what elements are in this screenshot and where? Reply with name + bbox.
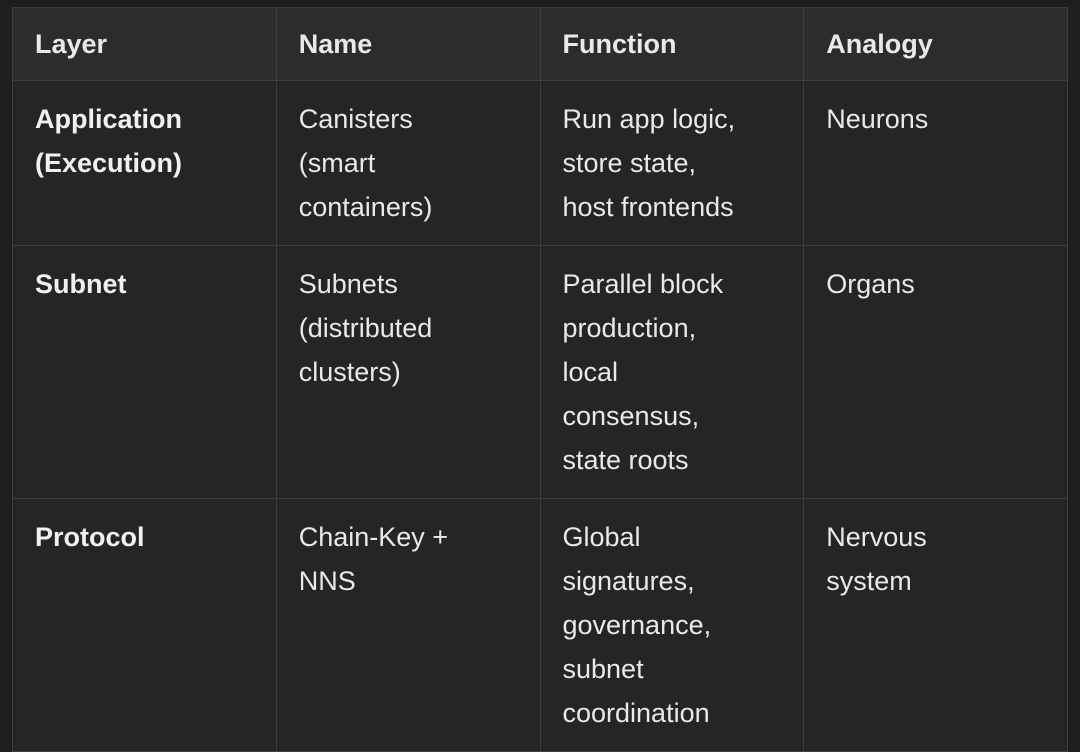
column-header-name: Name <box>275 7 541 81</box>
cell-function: Global signatures, governance, subnet co… <box>539 498 805 752</box>
layers-comparison-table: Layer Name Function Analogy Application … <box>12 7 1068 752</box>
cell-analogy: Nervous system <box>803 498 1068 752</box>
cell-name: Canisters (smart containers) <box>275 80 541 246</box>
layers-table-container: Layer Name Function Analogy Application … <box>12 7 1068 752</box>
cell-layer: Application (Execution) <box>12 80 277 246</box>
cell-analogy: Organs <box>803 245 1068 499</box>
table-row-protocol: Protocol Chain-Key + NNS Global signatur… <box>12 498 1068 752</box>
cell-analogy: Neurons <box>803 80 1068 246</box>
header-row: Layer Name Function Analogy <box>12 7 1068 81</box>
cell-function: Parallel block production, local consens… <box>539 245 805 499</box>
cell-layer: Subnet <box>12 245 277 499</box>
cell-function: Run app logic, store state, host fronten… <box>539 80 805 246</box>
cell-name: Subnets (distributed clusters) <box>275 245 541 499</box>
column-header-layer: Layer <box>12 7 277 81</box>
table-row-subnet: Subnet Subnets (distributed clusters) Pa… <box>12 245 1068 499</box>
cell-name: Chain-Key + NNS <box>275 498 541 752</box>
table-row-application: Application (Execution) Canisters (smart… <box>12 80 1068 246</box>
cell-layer: Protocol <box>12 498 277 752</box>
column-header-function: Function <box>539 7 805 81</box>
column-header-analogy: Analogy <box>803 7 1068 81</box>
